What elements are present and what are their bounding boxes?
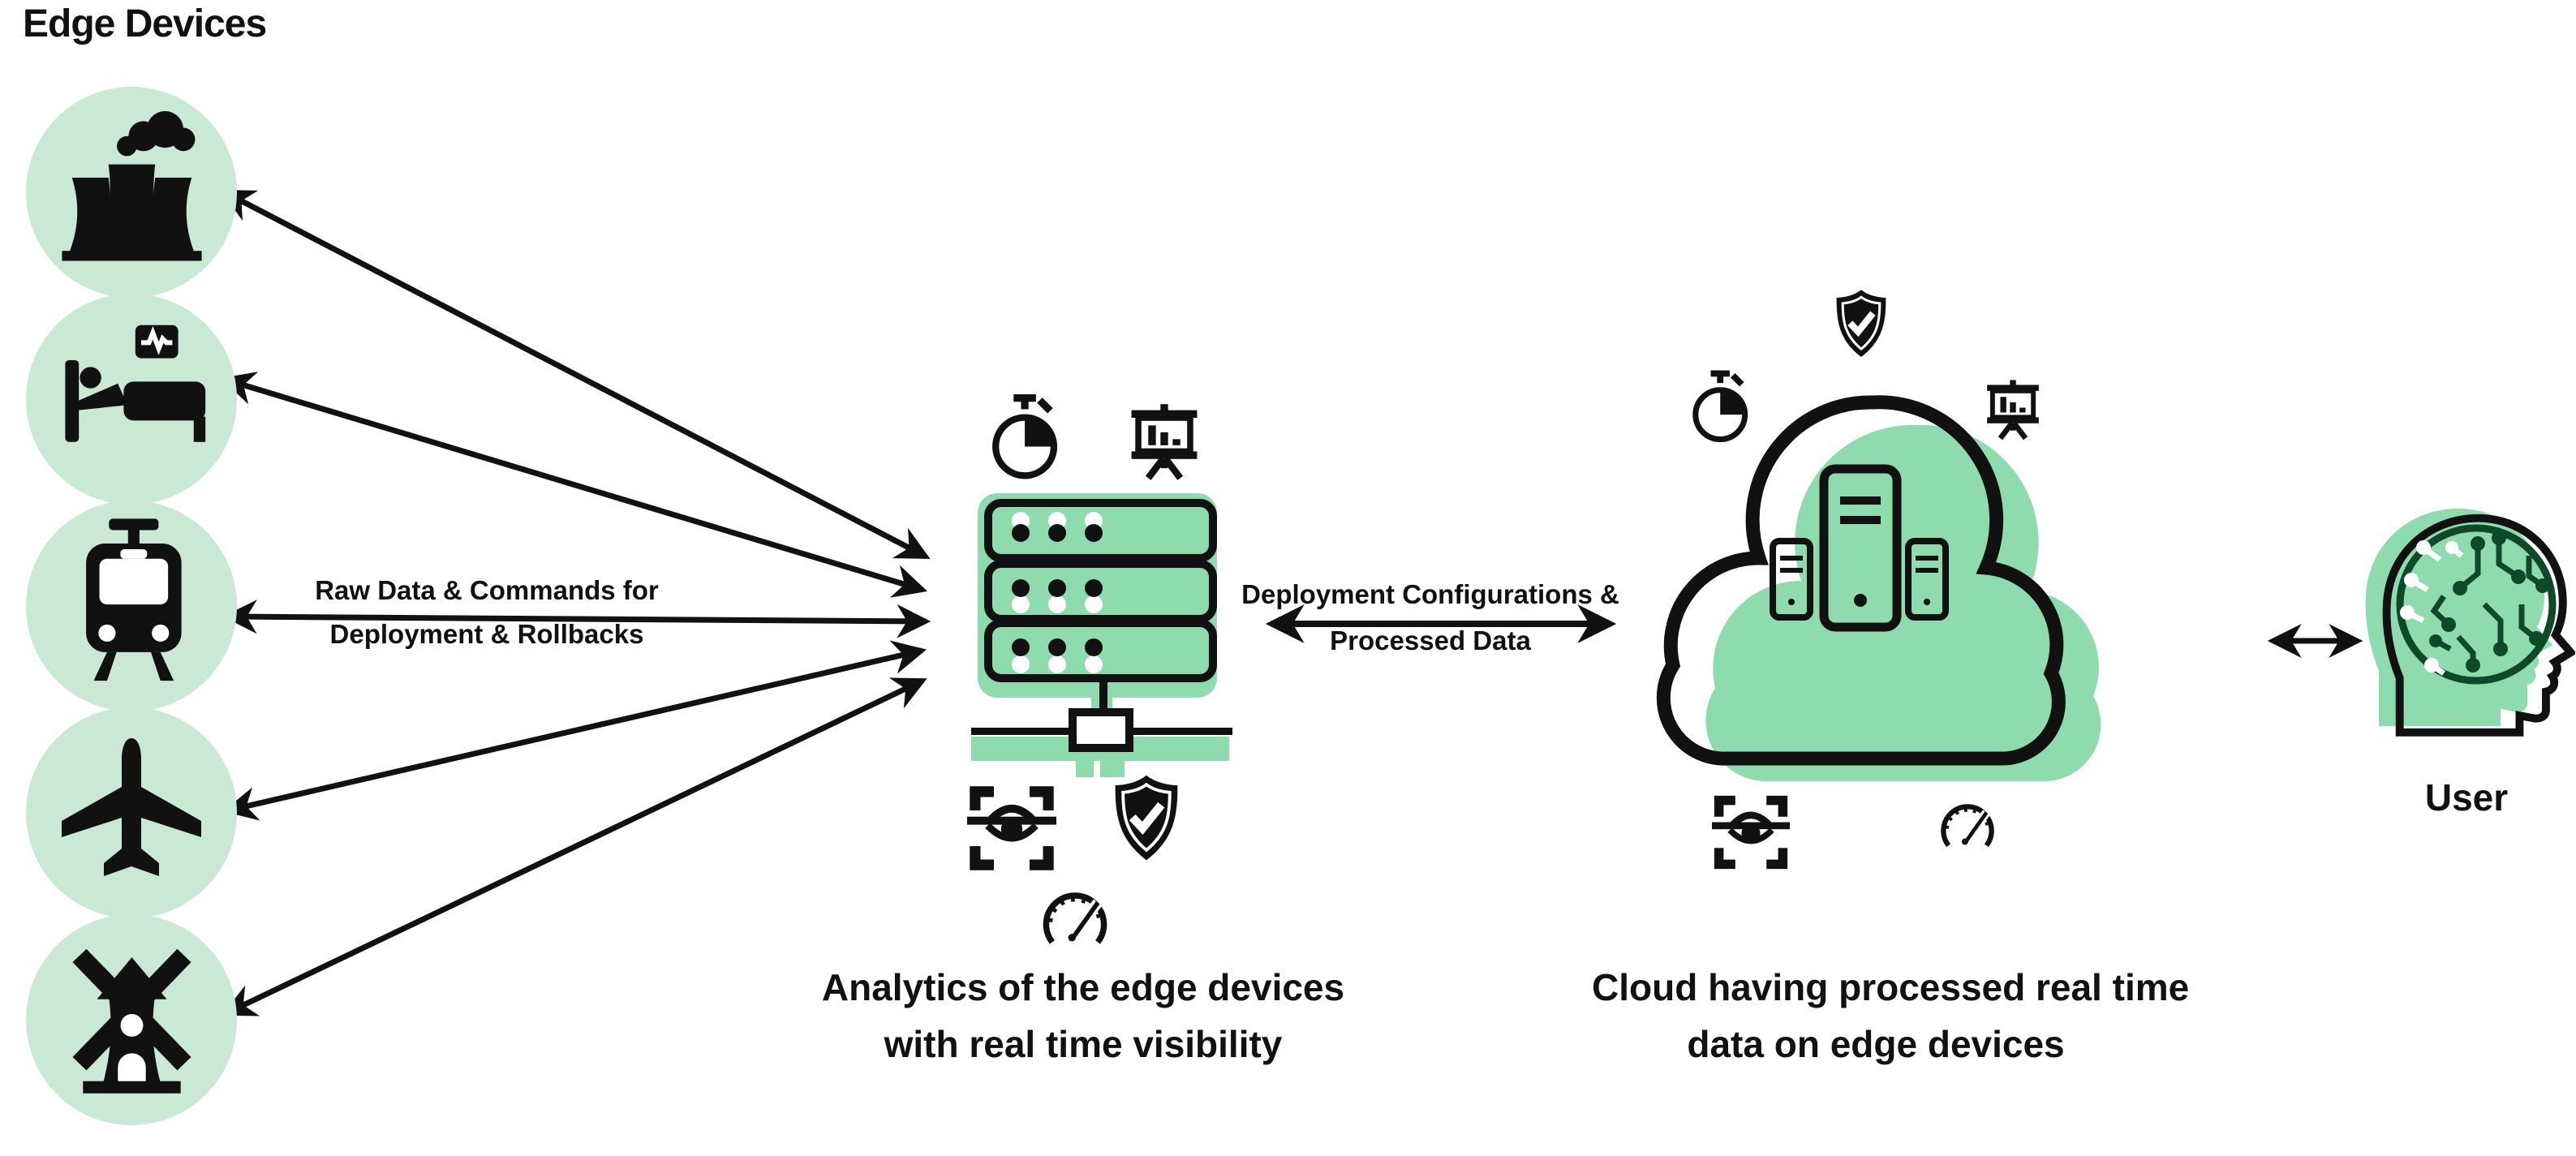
power-plant-icon (49, 110, 215, 276)
eye-scan-icon (967, 784, 1056, 873)
shield-check-icon (1107, 772, 1185, 864)
devices-edge-label-line1: Raw Data & Commands for (315, 575, 659, 605)
windmill-icon (45, 933, 219, 1107)
tram-icon (37, 511, 227, 702)
hospital-bed-icon (34, 302, 229, 496)
cloud-caption-line1: Cloud having processed real time (1592, 966, 2190, 1008)
edge-device-hospital-bed (26, 294, 237, 505)
speedometer-icon (1936, 800, 1999, 849)
edge-server-caption-line2: with real time visibility (884, 1023, 1283, 1065)
edge-device-airplane (26, 707, 237, 918)
stopwatch-icon (988, 394, 1063, 479)
edge-device-tram (26, 501, 237, 711)
cloud-servers-icon (1656, 395, 2101, 782)
edge-device-windmill (26, 914, 237, 1125)
cloud-caption-line2: data on edge devices (1687, 1023, 2065, 1065)
page-title: Edge Devices (23, 2, 267, 45)
airplane-icon (50, 732, 213, 894)
devices-edge-label-line2: Deployment & Rollbacks (329, 619, 644, 649)
speedometer-icon (1037, 887, 1113, 947)
edge-device-power-plant (26, 87, 237, 298)
user-label: User (2424, 776, 2509, 819)
user-head-icon (2365, 508, 2575, 738)
presentation-chart-icon (1126, 404, 1202, 483)
edge-cloud-label-line2: Processed Data (1330, 625, 1531, 655)
server-rack-icon (971, 493, 1232, 777)
edge-server-caption-line1: Analytics of the edge devices (821, 966, 1345, 1008)
edge-cloud-label-line1: Deployment Configurations & (1241, 579, 1619, 609)
eye-scan-icon (1712, 793, 1790, 871)
